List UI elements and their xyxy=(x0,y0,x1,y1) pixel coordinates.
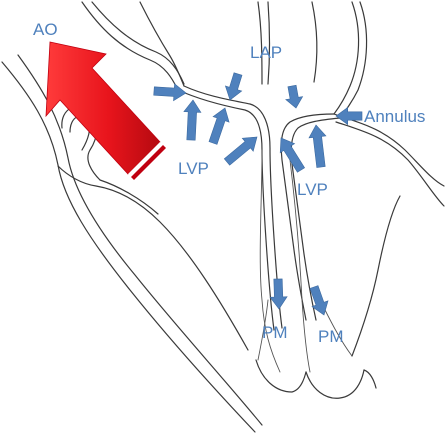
pressure-arrow-lvp-5-icon xyxy=(308,124,327,168)
pressure-arrow-annulus-icon xyxy=(335,106,363,126)
outflow-arrow-icon xyxy=(45,41,166,180)
label-lvp-left: LVP xyxy=(178,159,209,178)
pressure-arrow-lvp-4-icon xyxy=(279,137,306,173)
pressure-arrow-pm-right-icon xyxy=(309,285,329,316)
label-pm-left: PM xyxy=(262,323,288,342)
pressure-arrow-lap-right-icon xyxy=(285,84,304,109)
label-ao: AO xyxy=(33,20,58,39)
label-lap: LAP xyxy=(250,43,282,62)
pressure-arrow-lap-left-icon xyxy=(224,72,243,101)
label-annulus: Annulus xyxy=(364,107,425,126)
pressure-arrow-lvp-3-icon xyxy=(223,136,258,166)
pressure-arrow-lvp-2-icon xyxy=(208,107,230,145)
pressure-arrow-pm-left-icon xyxy=(269,278,288,310)
pressure-arrow-lvp-1-icon xyxy=(183,99,202,141)
pressure-arrows xyxy=(153,72,363,316)
label-lvp-right: LVP xyxy=(297,180,328,199)
label-pm-right: PM xyxy=(318,327,344,346)
pressure-arrow-aortic-icon xyxy=(153,83,187,102)
